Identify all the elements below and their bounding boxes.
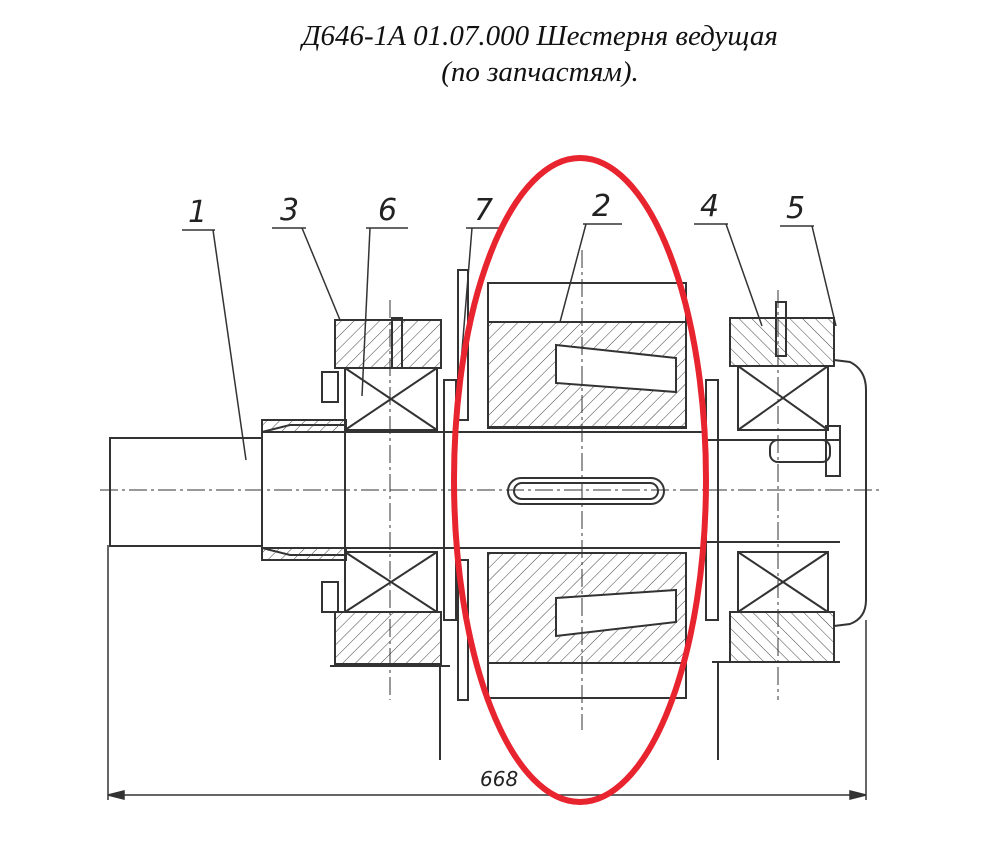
- callout-3: 3: [280, 193, 299, 228]
- gear-part-2: [457, 269, 687, 701]
- dimension-value: 668: [480, 767, 518, 791]
- title-line-1: Д646-1А 01.07.000 Шестерня ведущая: [302, 20, 778, 52]
- highlight-ellipse: [451, 155, 709, 805]
- callout-5: 5: [786, 191, 805, 226]
- callout-6: 6: [378, 193, 397, 228]
- callout-1: 1: [188, 195, 207, 230]
- leader-lines: [182, 223, 837, 461]
- callout-2: 2: [592, 189, 611, 224]
- center-lines: [100, 250, 880, 730]
- callout-4: 4: [700, 189, 719, 224]
- drawing-title: Д646-1А 01.07.000 Шестерня ведущая (по з…: [0, 18, 1000, 90]
- callout-7: 7: [474, 193, 493, 228]
- left-bearing-housing: [321, 317, 457, 760]
- dimension-line: [107, 545, 867, 800]
- right-bearing-housing: [705, 301, 867, 760]
- title-line-2: (по запчастям).: [441, 56, 639, 88]
